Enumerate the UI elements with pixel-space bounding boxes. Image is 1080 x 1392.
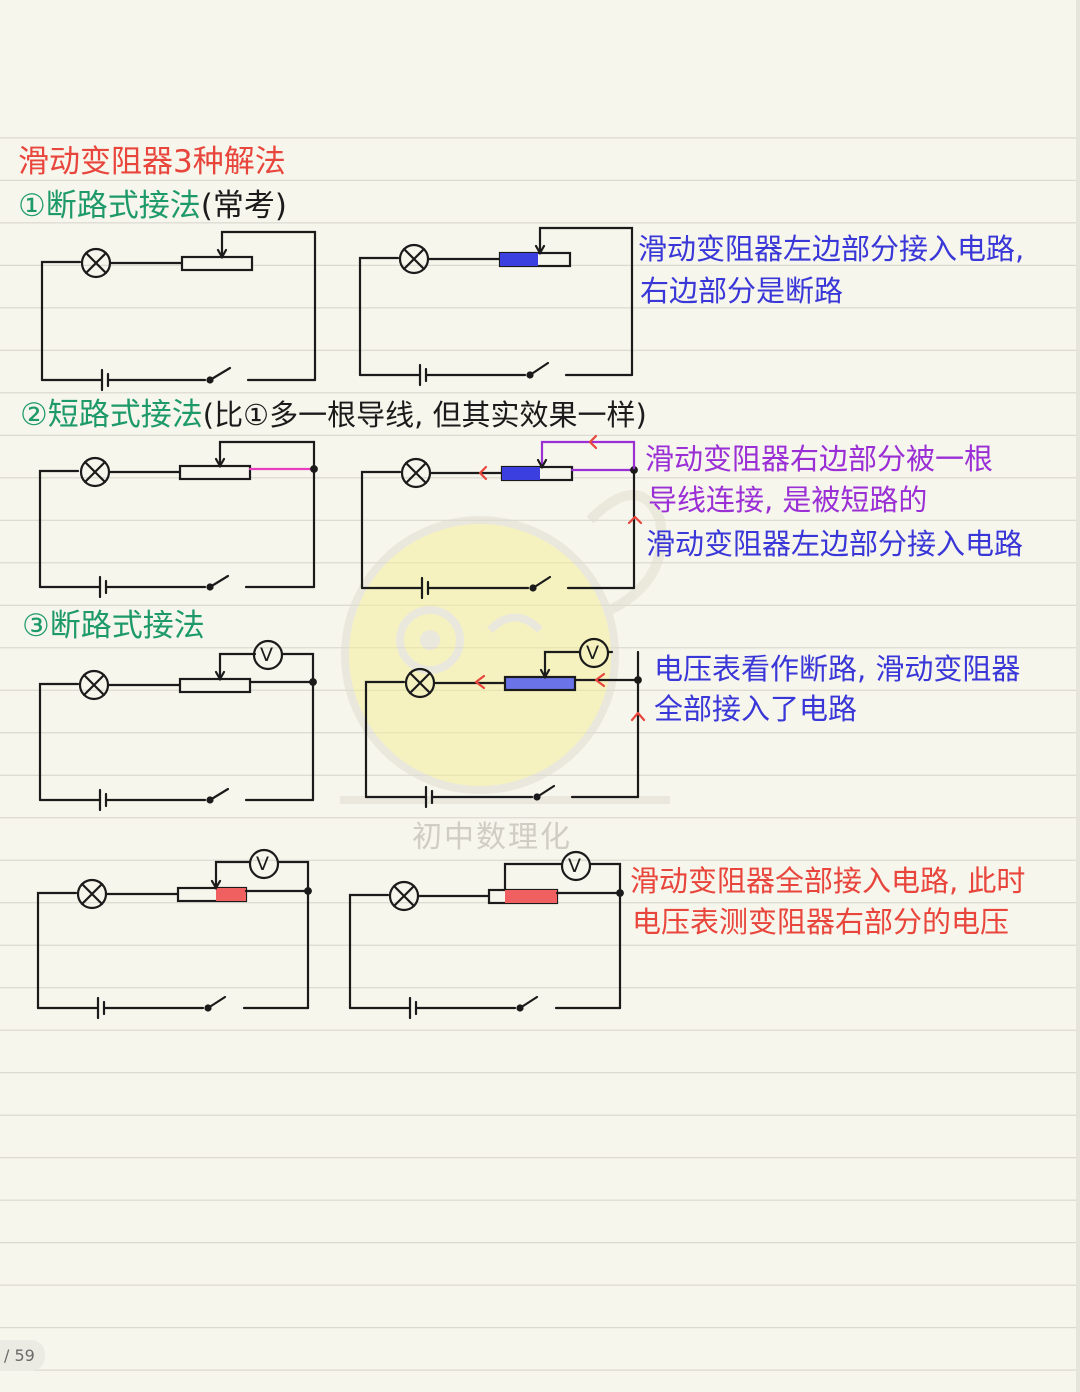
- section-1-title: ①断路式接法: [18, 188, 201, 224]
- section-1-remark: (常考): [200, 188, 287, 224]
- note-1-line-1: 滑动变阻器左边部分接入电路,: [638, 232, 1025, 266]
- page-counter: / 59: [0, 1340, 45, 1371]
- note-2-line-3: 滑动变阻器左边部分接入电路: [646, 527, 1024, 561]
- current-arrows: [474, 434, 646, 722]
- section-1-heading: ①断路式接法(常考): [18, 188, 287, 225]
- note-4-line-2: 电压表测变阻器右部分的电压: [632, 905, 1010, 939]
- circuit-7: [36, 848, 312, 1020]
- voltmeter-label-4: V: [568, 855, 581, 877]
- watermark-text: 初中数理化: [412, 820, 572, 855]
- voltmeter-label-1: V: [260, 644, 273, 666]
- circuit-1: [40, 230, 317, 392]
- voltmeter-label-2: V: [586, 642, 599, 664]
- section-2-title: ②短路式接法: [20, 397, 203, 433]
- voltmeter-label-3: V: [256, 853, 269, 875]
- circuit-6: [364, 637, 642, 809]
- note-4-line-1: 滑动变阻器全部接入电路, 此时: [630, 864, 1026, 898]
- page-title: 滑动变阻器3种解法: [18, 144, 286, 180]
- section-3-title: ③断路式接法: [22, 608, 205, 644]
- page-edge: [1076, 0, 1080, 1392]
- top-blank-area: [0, 0, 1080, 137]
- note-3-line-2: 全部接入了电路: [654, 692, 858, 726]
- section-2-remark: (比①多一根导线, 但其实效果一样): [202, 398, 647, 432]
- note-2-line-2: 导线连接, 是被短路的: [648, 483, 928, 517]
- section-2-heading: ②短路式接法(比①多一根导线, 但其实效果一样): [20, 397, 647, 434]
- circuit-3: [38, 440, 318, 599]
- note-2-line-1: 滑动变阻器右边部分被一根: [645, 442, 994, 476]
- note-1-line-2: 右边部分是断路: [640, 274, 844, 308]
- circuit-5: [38, 639, 317, 812]
- circuit-4: [360, 440, 638, 600]
- note-3-line-1: 电压表看作断路, 滑动变阻器: [654, 652, 1021, 686]
- circuit-2: [358, 226, 634, 387]
- circuit-8: [348, 850, 624, 1020]
